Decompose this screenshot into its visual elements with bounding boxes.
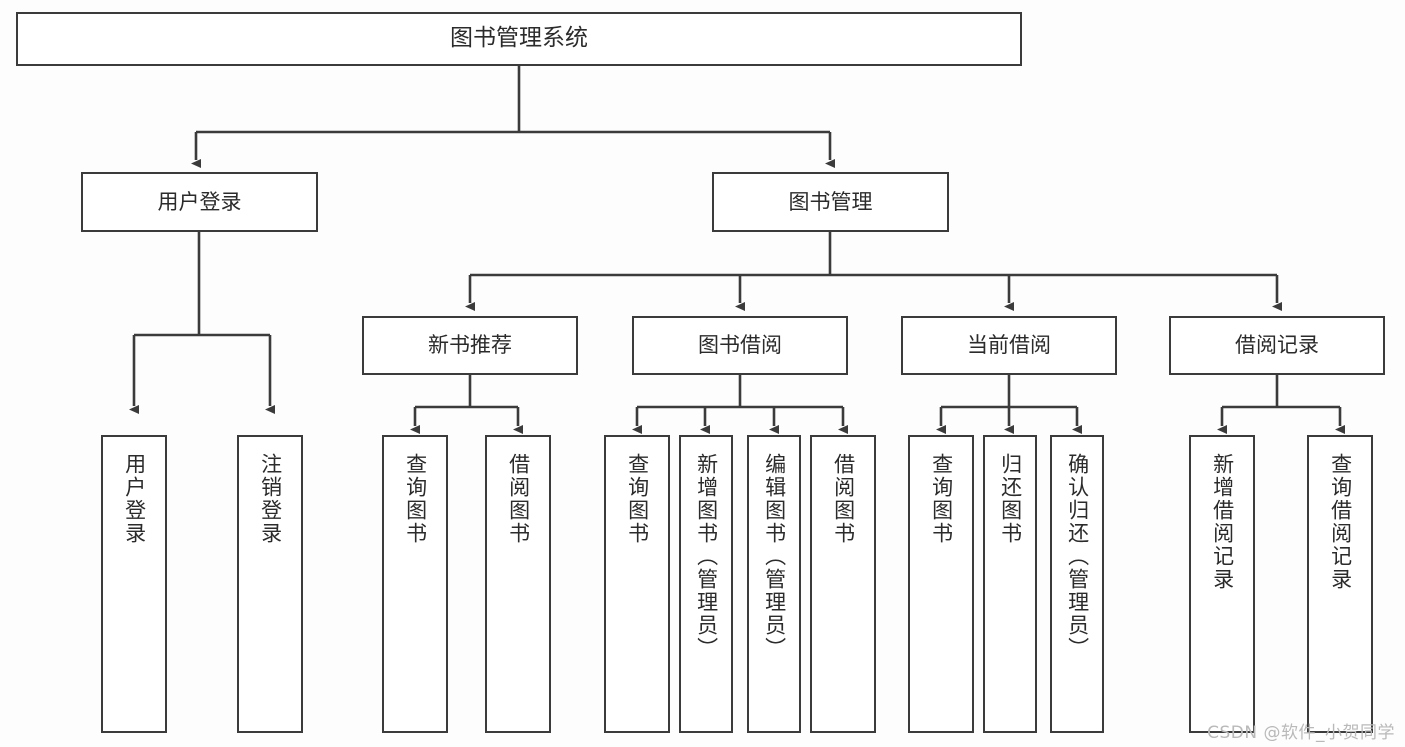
node-label: 借阅图书 — [831, 453, 856, 545]
leaf-add-borrow-record[interactable]: 新增借阅记录 — [1189, 435, 1255, 733]
node-label: 用户登录 — [122, 453, 147, 545]
node-label: 查询借阅记录 — [1328, 453, 1353, 591]
node-label: 图书管理系统 — [450, 25, 588, 52]
node-label: 新增借阅记录 — [1210, 453, 1235, 591]
leaf-query-borrow-record[interactable]: 查询借阅记录 — [1307, 435, 1373, 733]
leaf-edit-book-admin[interactable]: 编辑图书（管理员） — [747, 435, 801, 733]
node-label: 图书管理 — [788, 189, 873, 214]
node-label: 查询图书 — [625, 453, 650, 545]
node-borrow-records[interactable]: 借阅记录 — [1169, 316, 1385, 375]
leaf-confirm-return-admin[interactable]: 确认归还（管理员） — [1050, 435, 1104, 733]
node-label: 注销登录 — [258, 453, 283, 545]
node-user-login[interactable]: 用户登录 — [81, 172, 318, 232]
node-label: 查询图书 — [403, 453, 428, 545]
leaf-borrow-book[interactable]: 借阅图书 — [810, 435, 876, 733]
node-label: 借阅图书 — [506, 453, 531, 545]
node-label: 确认归还（管理员） — [1065, 453, 1090, 660]
node-label: 图书借阅 — [698, 333, 782, 358]
node-label: 新书推荐 — [428, 333, 512, 358]
node-label: 查询图书 — [929, 453, 954, 545]
node-label: 归还图书 — [998, 453, 1023, 545]
node-label: 新增图书（管理员） — [694, 453, 719, 660]
node-root-system[interactable]: 图书管理系统 — [16, 12, 1022, 66]
node-current-borrow[interactable]: 当前借阅 — [901, 316, 1117, 375]
leaf-query-book-current[interactable]: 查询图书 — [908, 435, 974, 733]
node-book-borrow[interactable]: 图书借阅 — [632, 316, 848, 375]
leaf-user-login[interactable]: 用户登录 — [101, 435, 167, 733]
node-label: 借阅记录 — [1235, 333, 1319, 358]
node-new-book-recommend[interactable]: 新书推荐 — [362, 316, 578, 375]
node-label: 当前借阅 — [967, 333, 1051, 358]
leaf-logout[interactable]: 注销登录 — [237, 435, 303, 733]
leaf-return-book[interactable]: 归还图书 — [983, 435, 1037, 733]
leaf-add-book-admin[interactable]: 新增图书（管理员） — [679, 435, 733, 733]
leaf-borrow-book-recommend[interactable]: 借阅图书 — [485, 435, 551, 733]
leaf-query-book-recommend[interactable]: 查询图书 — [382, 435, 448, 733]
node-label: 编辑图书（管理员） — [762, 453, 787, 660]
node-label: 用户登录 — [157, 189, 242, 214]
csdn-watermark: CSDN @软件_小贺同学 — [1207, 723, 1395, 743]
leaf-query-book-borrow[interactable]: 查询图书 — [604, 435, 670, 733]
node-book-management[interactable]: 图书管理 — [712, 172, 949, 232]
